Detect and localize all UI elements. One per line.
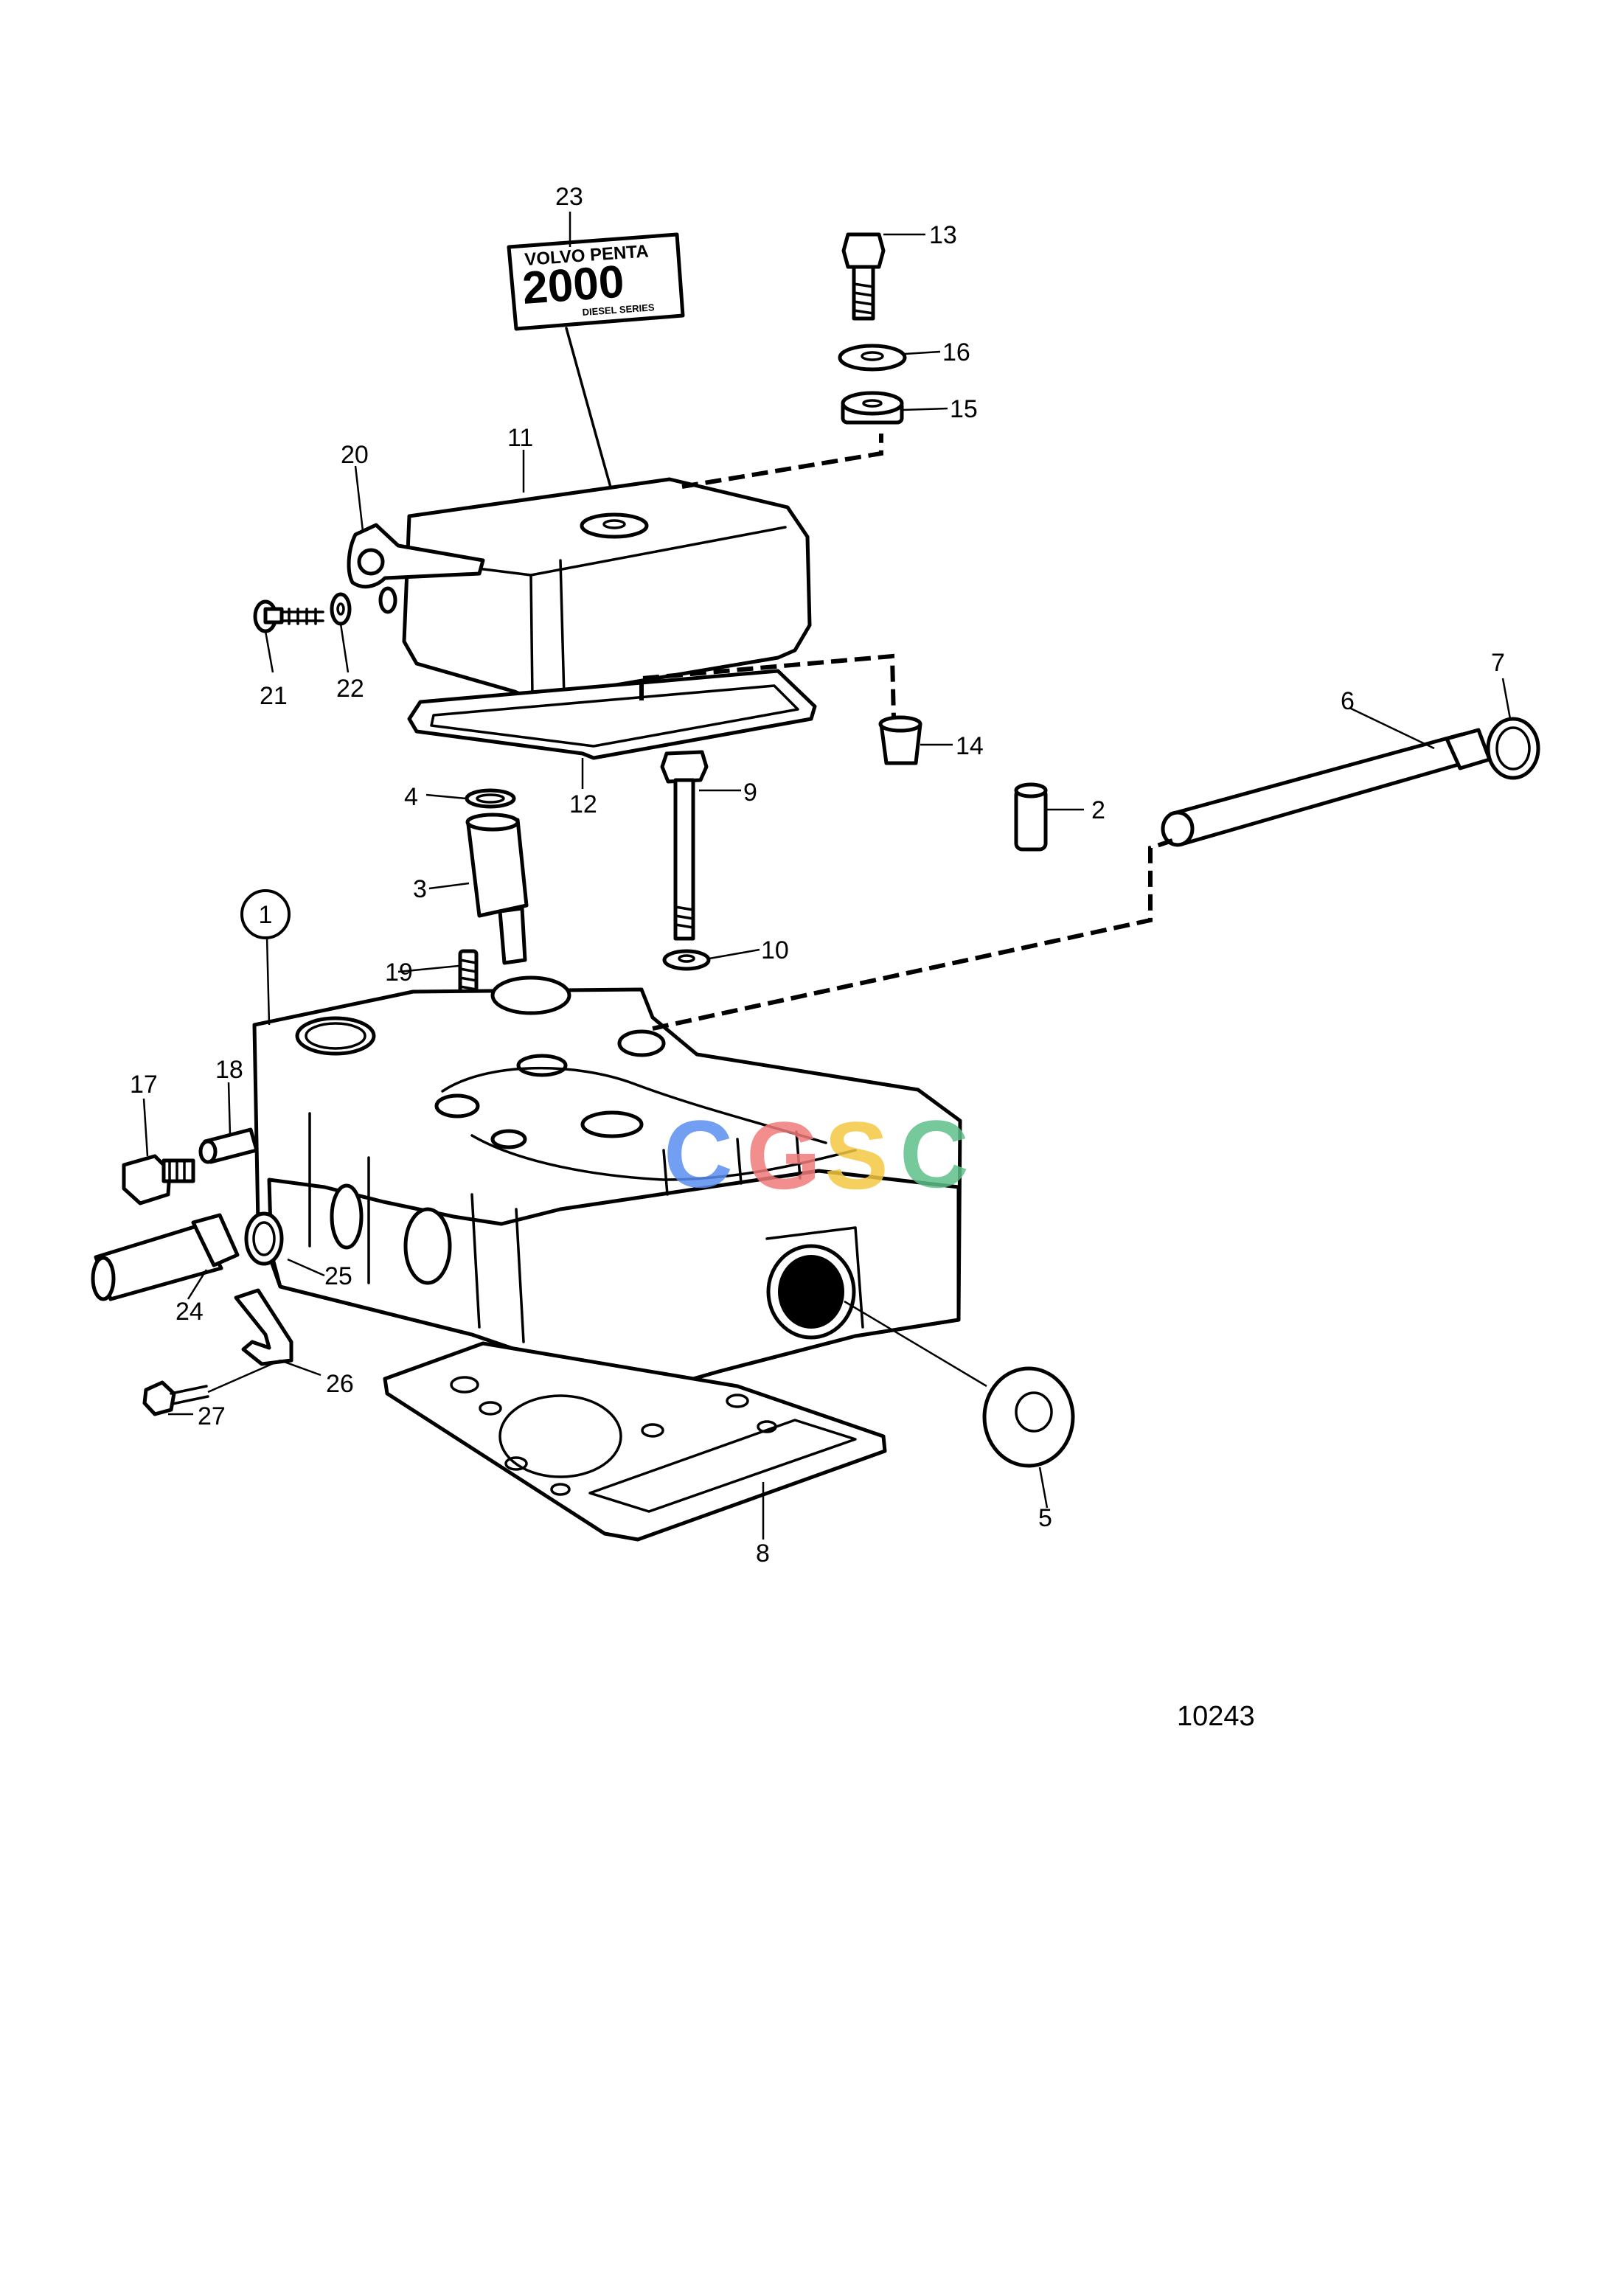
watermark-letter-3: S: [824, 1102, 889, 1209]
callout-26: 26: [326, 1370, 354, 1398]
dowel-pin-2: [1014, 782, 1048, 852]
screw-21: [253, 599, 324, 633]
callout-23: 23: [555, 183, 583, 211]
callout-15: 15: [950, 395, 978, 423]
cover-gasket: [407, 669, 817, 760]
watermark-letter-4: C: [900, 1100, 969, 1208]
head-gasket-8: [383, 1341, 887, 1542]
decal-series: DIESEL SERIES: [582, 302, 655, 318]
callout-22: 22: [336, 675, 364, 703]
decal-volvo-penta: VOLVO PENTA 2000 DIESEL SERIES: [507, 232, 685, 331]
sleeve-18: [198, 1127, 259, 1164]
leader-lines: [142, 212, 1512, 1540]
callout-9: 9: [743, 779, 757, 807]
tube-6: [1161, 728, 1492, 847]
core-plug-5: [982, 1366, 1075, 1468]
callout-circle-1: [240, 889, 291, 939]
cylinder-head: [252, 975, 962, 1388]
callout-7: 7: [1491, 649, 1505, 677]
callout-1: 1: [259, 901, 273, 929]
callout-21: 21: [260, 682, 288, 710]
injector-sleeve-3: [465, 813, 529, 965]
callout-13: 13: [929, 221, 957, 249]
seal-ring-7: [1486, 717, 1540, 780]
callout-4: 4: [404, 783, 418, 811]
valve-cover: [347, 477, 812, 701]
watermark-letter-2: G: [746, 1102, 821, 1209]
washer-15: [841, 391, 904, 425]
callout-20: 20: [341, 441, 369, 469]
assembly-line-cover-bolt: [681, 434, 883, 489]
bracket-26: [234, 1288, 293, 1366]
callout-labels: 1 2 3 4 5 6 7 8 9 10 11 12 13 14 15 16 1…: [130, 183, 1505, 1568]
decal-number: 2000: [521, 257, 625, 314]
washer-10: [662, 949, 711, 971]
o-ring-4: [465, 788, 516, 809]
assembly-line-tube: [652, 838, 1173, 1031]
cover-bolt: [841, 232, 886, 321]
washer-22: [330, 592, 352, 626]
washer-16: [838, 344, 907, 372]
grommet-14: [878, 715, 922, 765]
o-ring-25: [244, 1211, 284, 1266]
callout-16: 16: [942, 338, 970, 366]
long-bolt-9: [660, 750, 709, 941]
callout-6: 6: [1341, 687, 1355, 715]
callout-5: 5: [1038, 1504, 1052, 1532]
watermark: C G S C: [664, 1100, 969, 1209]
callout-8: 8: [756, 1540, 770, 1568]
assembly-line-grommet: [639, 653, 896, 720]
callout-3: 3: [413, 875, 427, 903]
callout-27: 27: [198, 1402, 226, 1430]
plug-17: [122, 1154, 195, 1206]
callout-19: 19: [385, 959, 413, 987]
callout-12: 12: [569, 790, 597, 818]
callout-24: 24: [175, 1298, 204, 1326]
callout-11: 11: [507, 424, 533, 452]
small-washer-20: [378, 586, 397, 614]
callout-2: 2: [1091, 796, 1105, 824]
callout-14: 14: [956, 732, 984, 760]
callout-17: 17: [130, 1071, 158, 1099]
screw-27: [142, 1380, 209, 1416]
figure-number: 10243: [1177, 1701, 1255, 1732]
watermark-letter-1: C: [664, 1100, 733, 1208]
pipe-24: [91, 1213, 240, 1301]
callout-10: 10: [761, 936, 789, 964]
callout-25: 25: [324, 1262, 352, 1290]
callout-18: 18: [215, 1056, 243, 1084]
